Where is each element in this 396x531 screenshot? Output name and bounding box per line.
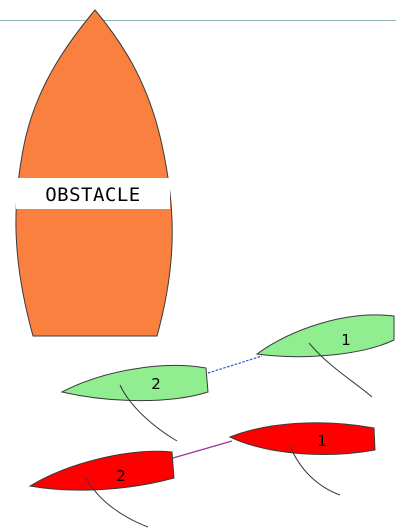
obstacle: OBSTACLE <box>15 9 173 337</box>
boat-sail-trail <box>85 477 149 528</box>
boat-number: 1 <box>317 432 327 450</box>
boat-hull <box>28 450 175 491</box>
boat-2-red[interactable]: 2 <box>28 450 175 528</box>
obstacle-label-background <box>16 178 170 209</box>
boat-number: 2 <box>116 467 126 485</box>
boat-1-green[interactable]: 1 <box>255 314 395 398</box>
boat-pair-red: 1 2 <box>28 422 376 528</box>
boat-sail-trail <box>119 384 178 442</box>
boat-hull <box>228 422 376 455</box>
boat-hull <box>255 314 395 358</box>
boat-sail-trail <box>308 342 373 398</box>
boat-1-red[interactable]: 1 <box>228 422 376 496</box>
boat-2-green[interactable]: 2 <box>60 365 209 442</box>
boat-sail-trail <box>289 445 341 496</box>
connector-line <box>207 355 263 374</box>
boat-number: 1 <box>341 331 351 349</box>
obstacle-hull <box>15 9 173 337</box>
connector-line <box>172 440 233 459</box>
boat-hull <box>60 365 209 402</box>
boat-number: 2 <box>151 375 161 393</box>
obstacle-label: OBSTACLE <box>45 184 141 206</box>
boat-pair-green: 1 2 <box>60 314 395 442</box>
